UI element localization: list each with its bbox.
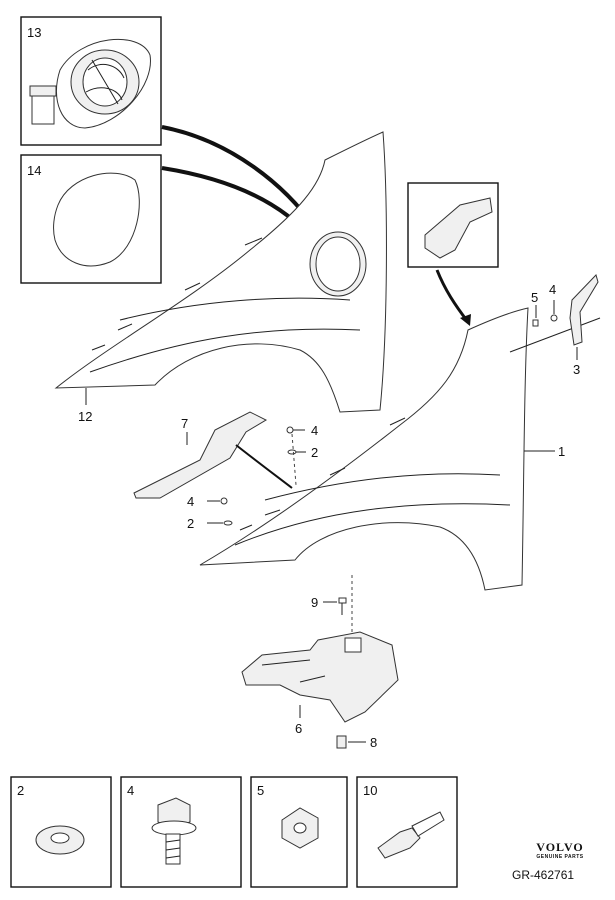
flange-bolt-drawing <box>151 797 197 865</box>
box-label-2: 2 <box>17 783 24 798</box>
trim-piece-3-drawing <box>569 274 599 346</box>
callout-4-top: 4 <box>549 282 556 297</box>
clip-8-drawing <box>336 735 347 749</box>
stud-drawing <box>377 811 445 859</box>
brand-logo: VOLVO <box>536 840 584 854</box>
inset-box-2: 2 <box>10 776 112 888</box>
bolt-9-drawing <box>338 597 347 615</box>
callout-4-middle: 4 <box>311 423 318 438</box>
inset-box-11 <box>407 182 499 268</box>
bolt-4-lower <box>220 497 228 505</box>
inset-box-5: 5 <box>250 776 348 888</box>
washer-2-lower <box>223 520 233 526</box>
bolt-4-middle <box>286 426 294 434</box>
callout-9: 9 <box>311 595 318 610</box>
callout-3: 3 <box>573 362 580 377</box>
clip-nut-drawing <box>281 807 319 849</box>
box-label-13: 13 <box>27 25 41 40</box>
box-label-5: 5 <box>257 783 264 798</box>
fuel-filler-housing-drawing <box>29 38 151 129</box>
mounting-bracket-6-drawing <box>241 631 399 723</box>
callout-4-lower: 4 <box>187 494 194 509</box>
box-label-14: 14 <box>27 163 41 178</box>
fender-right-drawing <box>199 307 529 591</box>
inset-box-14: 14 <box>20 154 162 284</box>
bracket-7-drawing <box>133 411 268 499</box>
inset-box-10: 10 <box>356 776 458 888</box>
box-label-10: 10 <box>363 783 377 798</box>
inset-box-13: 13 <box>20 16 162 146</box>
washer-2-middle <box>287 449 297 455</box>
callout-7: 7 <box>181 416 188 431</box>
callout-2-middle: 2 <box>311 445 318 460</box>
leader-11-to-fender <box>435 269 470 323</box>
fender-left-drawing <box>54 131 387 413</box>
bracket-11-drawing <box>424 197 493 259</box>
inset-box-4: 4 <box>120 776 242 888</box>
nut-5-top <box>532 319 539 327</box>
box-label-4: 4 <box>127 783 134 798</box>
callout-1: 1 <box>558 444 565 459</box>
callout-6: 6 <box>295 721 302 736</box>
filler-flap-lid-drawing <box>53 172 140 267</box>
leader-7-to-fender <box>235 444 293 489</box>
washer-drawing <box>35 825 85 855</box>
callout-8: 8 <box>370 735 377 750</box>
bolt-4-top <box>550 314 558 322</box>
brand-tagline: GENUINE PARTS <box>536 854 584 860</box>
callout-2-lower: 2 <box>187 516 194 531</box>
callout-12: 12 <box>78 409 92 424</box>
callout-5: 5 <box>531 290 538 305</box>
diagram-reference: GR-462761 <box>512 868 575 882</box>
